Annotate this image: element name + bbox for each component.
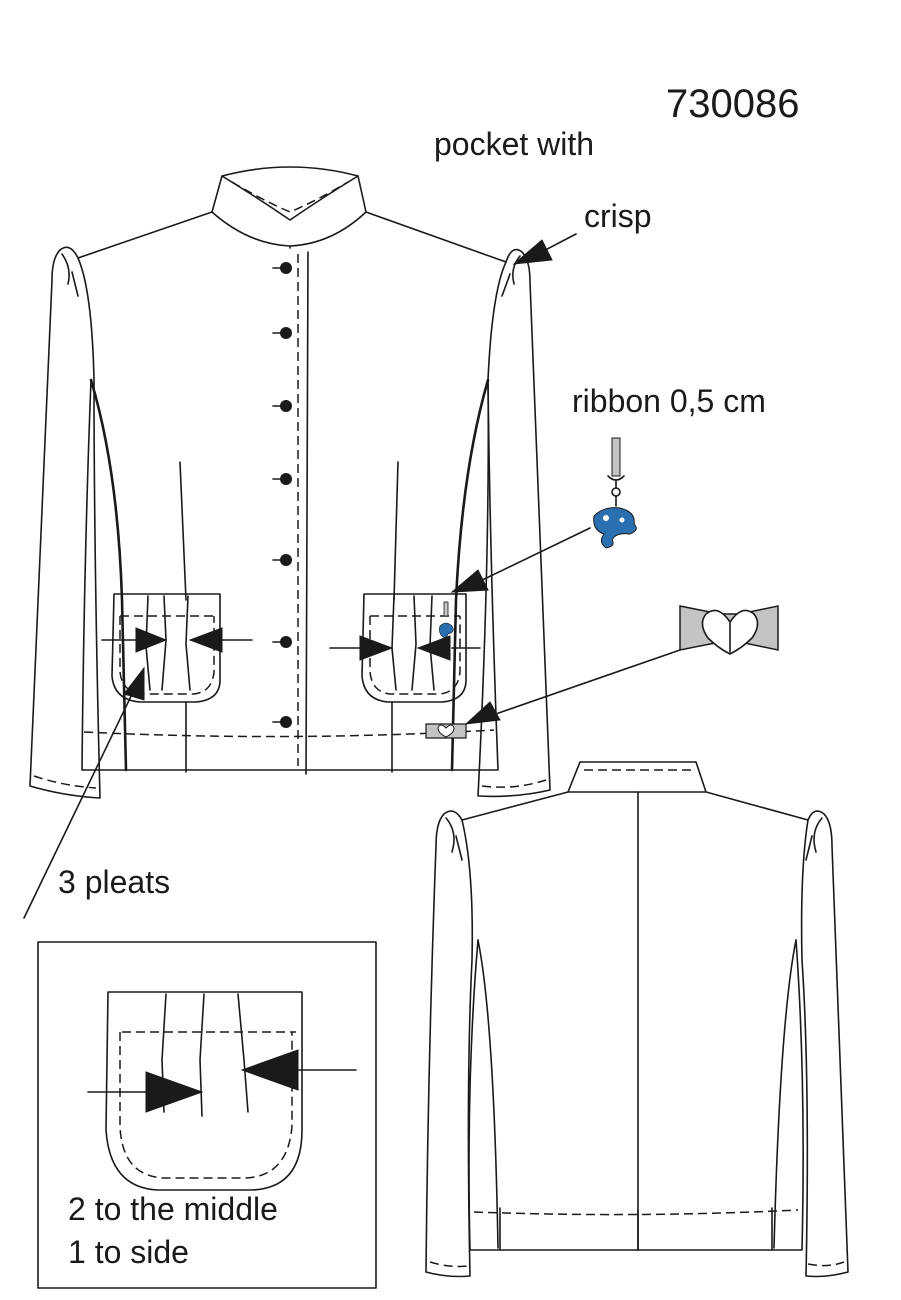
callout-arrows — [23, 233, 681, 919]
label-detail-line1: 2 to the middle — [68, 1191, 278, 1227]
button — [280, 554, 292, 566]
label-crisp: crisp — [584, 198, 652, 234]
front-placket — [289, 245, 309, 775]
button — [280, 327, 292, 339]
button — [280, 716, 292, 728]
label-pleats: 3 pleats — [58, 864, 171, 900]
button — [280, 400, 292, 412]
front-right-pocket — [329, 593, 481, 703]
back-jacket — [425, 761, 849, 1278]
front-jacket — [29, 166, 551, 799]
model-number: 730086 — [666, 82, 800, 126]
front-buttons — [272, 262, 292, 728]
label-pocket-with: pocket with — [434, 126, 595, 162]
front-collar — [211, 166, 367, 247]
front-ribbon-bow — [425, 723, 467, 739]
front-left-pocket — [101, 593, 253, 703]
ribbon-charm-detail — [593, 437, 637, 549]
label-ribbon: ribbon 0,5 cm — [572, 383, 766, 419]
ribbon-strip — [611, 437, 621, 477]
charm-icon — [593, 507, 637, 549]
ribbon-bow-detail — [679, 605, 779, 655]
label-detail-line2: 1 to side — [68, 1234, 189, 1270]
pocket-detail-box — [37, 941, 377, 1289]
back-collar — [567, 761, 707, 793]
button — [280, 473, 292, 485]
button — [280, 636, 292, 648]
front-body-outline — [77, 211, 507, 771]
front-right-sleeve — [477, 248, 551, 798]
button — [280, 262, 292, 274]
front-left-sleeve — [29, 246, 101, 799]
